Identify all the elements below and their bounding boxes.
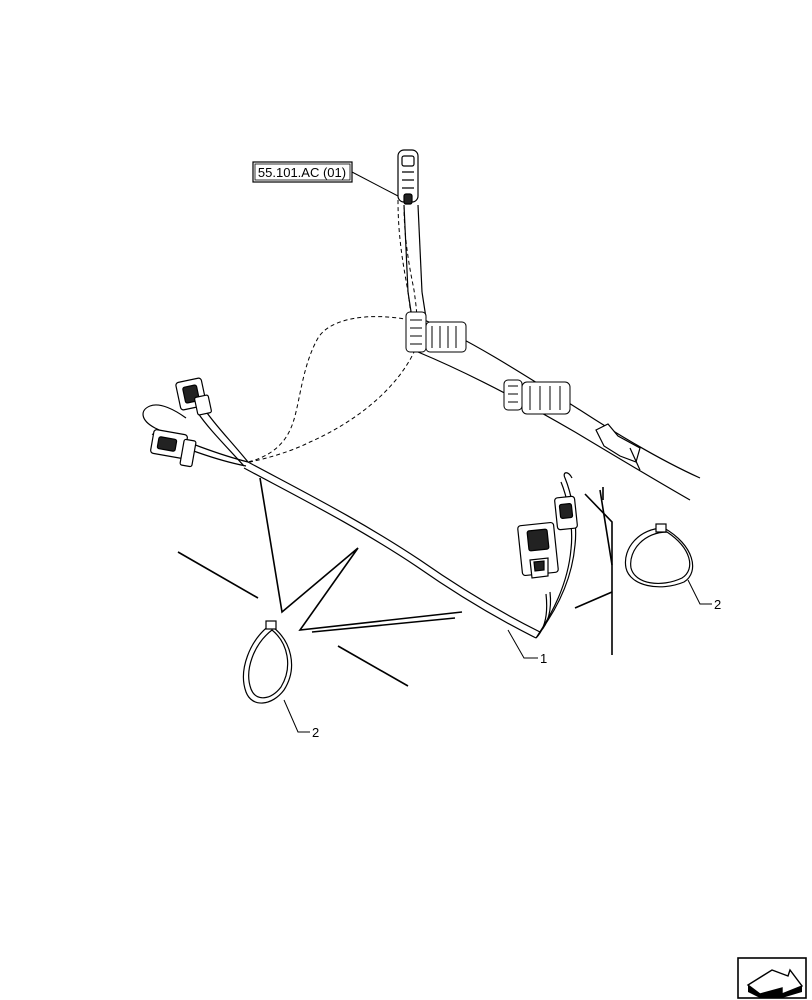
loom-junction [405,311,467,353]
leader-lines [283,171,712,733]
callout-2-left: 2 [312,725,319,740]
reference-label-text[interactable]: 55.101.AC (01) [258,165,346,180]
loom-clamp [595,423,641,471]
cable-tie-right [624,523,694,588]
wiring-harness [142,404,577,639]
connector-right-small [554,495,578,531]
connector-left-lower [150,429,197,468]
hidden-harness-routing [247,199,423,463]
callout-2-right: 2 [714,597,721,612]
connector-right-large [517,521,559,579]
reference-label[interactable]: 55.101.AC (01) [252,161,353,183]
upper-connector [397,149,419,205]
frame-lines [177,477,613,687]
next-page-arrow-icon[interactable] [737,957,807,999]
connector-left-upper [175,377,212,416]
cable-tie-left [242,620,293,704]
loom-junction-2 [503,379,571,415]
callout-1: 1 [540,651,547,666]
